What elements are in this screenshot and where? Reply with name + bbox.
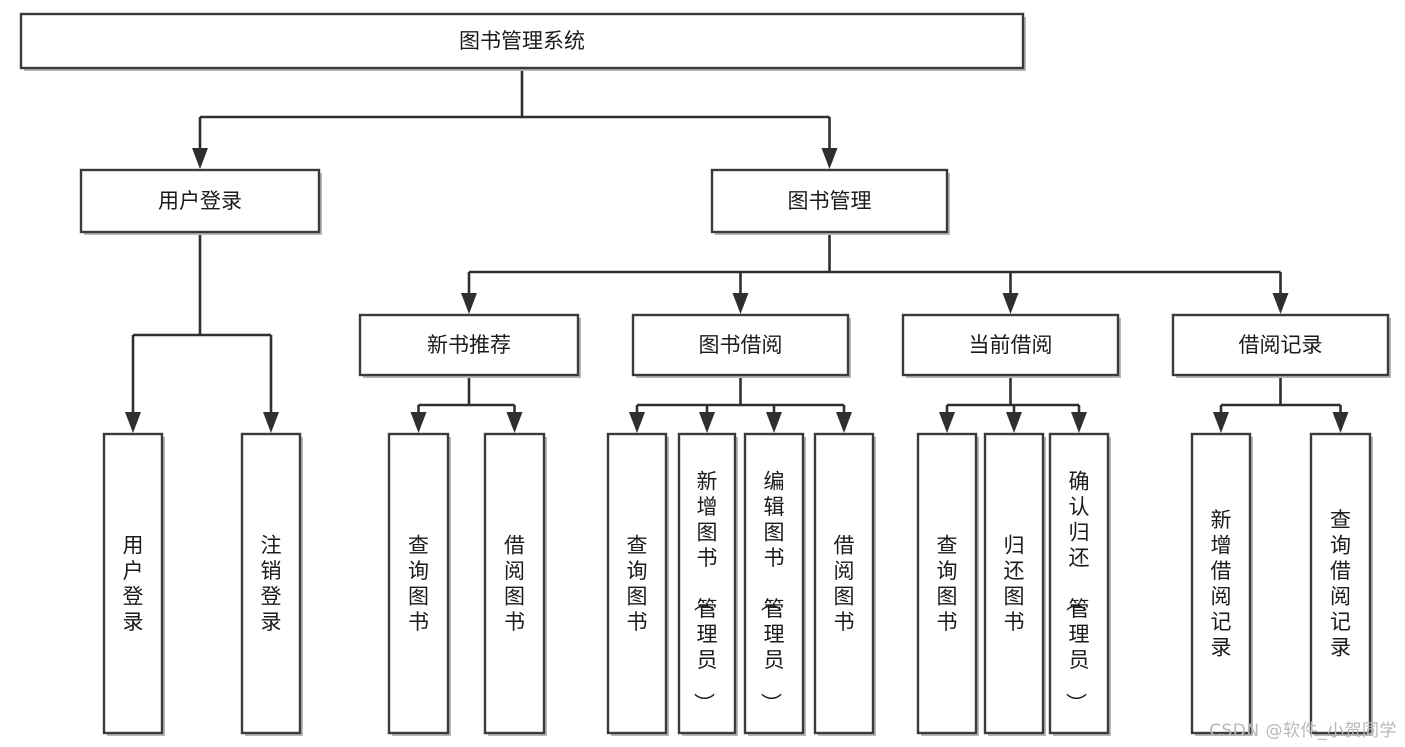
connector-layer xyxy=(125,68,1349,433)
node-label: 查询图书 xyxy=(627,533,648,634)
diagram-node-l2_2[interactable]: 当前借阅 xyxy=(901,313,1121,378)
arrow-head-icon xyxy=(125,412,141,433)
arrow-head-icon xyxy=(699,412,715,433)
arrow-head-icon xyxy=(1272,293,1289,314)
node-box xyxy=(743,432,805,735)
node-label: 新增图书（管理员） xyxy=(692,470,718,714)
node-box xyxy=(916,432,978,735)
arrow-head-icon xyxy=(1332,412,1349,433)
arrow-head-icon xyxy=(263,412,279,433)
arrow-head-icon xyxy=(1071,412,1087,433)
node-box xyxy=(1048,432,1110,735)
node-box xyxy=(358,313,580,377)
arrow-head-icon xyxy=(506,412,523,433)
node-label: 图书管理系统 xyxy=(459,29,585,53)
diagram-node-leaf_c0[interactable]: 查询图书 xyxy=(606,432,669,736)
node-label: 用户登录 xyxy=(158,189,242,213)
node-box xyxy=(1309,432,1372,735)
diagram-node-leaf_d1[interactable]: 归还图书 xyxy=(983,432,1046,736)
diagram-node-leaf_c2[interactable]: 编辑图书（管理员） xyxy=(743,432,806,736)
node-box xyxy=(631,313,850,377)
node-label: 查询图书 xyxy=(408,533,429,634)
arrow-head-icon xyxy=(766,412,782,433)
diagram-node-leaf_b1[interactable]: 借阅图书 xyxy=(483,432,547,736)
node-box xyxy=(677,432,737,735)
node-label: 确认归还（管理员） xyxy=(1064,470,1090,714)
arrow-head-icon xyxy=(1213,412,1229,433)
node-box xyxy=(606,432,668,735)
node-box xyxy=(483,432,546,735)
diagram-node-leaf_d2[interactable]: 确认归还（管理员） xyxy=(1048,432,1111,736)
arrow-head-icon xyxy=(1002,293,1019,314)
node-label: 新书推荐 xyxy=(427,333,511,357)
node-label: 用户登录 xyxy=(123,533,144,634)
node-label: 图书管理 xyxy=(788,189,872,213)
diagram-node-l1_1[interactable]: 图书管理 xyxy=(710,168,950,235)
node-box xyxy=(710,168,949,234)
arrow-head-icon xyxy=(1006,412,1022,433)
diagram-node-leaf_a0[interactable]: 用户登录 xyxy=(102,432,165,736)
arrow-head-icon xyxy=(410,412,427,433)
node-box xyxy=(1171,313,1390,377)
diagram-node-l2_0[interactable]: 新书推荐 xyxy=(358,313,581,378)
diagram-node-leaf_d0[interactable]: 查询图书 xyxy=(916,432,979,736)
arrow-head-icon xyxy=(939,412,955,433)
arrow-head-icon xyxy=(461,293,477,314)
node-box xyxy=(79,168,321,234)
diagram-node-leaf_c1[interactable]: 新增图书（管理员） xyxy=(677,432,738,736)
diagram-node-l2_1[interactable]: 图书借阅 xyxy=(631,313,851,378)
arrow-head-icon xyxy=(836,412,852,433)
arrow-head-icon xyxy=(192,148,208,169)
diagram-node-leaf_b0[interactable]: 查询图书 xyxy=(387,432,451,736)
diagram-node-l2_3[interactable]: 借阅记录 xyxy=(1171,313,1391,378)
node-label: 查询图书 xyxy=(937,533,958,634)
node-box xyxy=(813,432,875,735)
node-box xyxy=(387,432,450,735)
node-label: 归还图书 xyxy=(1004,533,1025,634)
diagram-node-root[interactable]: 图书管理系统 xyxy=(19,12,1026,71)
node-label: 借阅图书 xyxy=(504,533,525,634)
arrow-head-icon xyxy=(821,148,838,169)
node-label: 编辑图书（管理员） xyxy=(759,470,785,714)
diagram-node-leaf_a1[interactable]: 注销登录 xyxy=(240,432,303,736)
diagram-node-leaf_e1[interactable]: 查询借阅记录 xyxy=(1309,432,1373,736)
node-label: 借阅图书 xyxy=(834,533,855,634)
diagram-node-leaf_e0[interactable]: 新增借阅记录 xyxy=(1190,432,1253,736)
node-layer: 图书管理系统用户登录图书管理新书推荐图书借阅当前借阅借阅记录用户登录注销登录查询… xyxy=(19,12,1391,736)
node-box xyxy=(901,313,1120,377)
node-label: 图书借阅 xyxy=(699,333,783,357)
node-label: 注销登录 xyxy=(261,533,282,634)
node-box xyxy=(983,432,1045,735)
arrow-head-icon xyxy=(629,412,645,433)
arrow-head-icon xyxy=(732,293,749,314)
node-label: 当前借阅 xyxy=(969,333,1053,357)
node-label: 新增借阅记录 xyxy=(1211,508,1232,660)
node-label: 借阅记录 xyxy=(1239,333,1323,357)
node-box xyxy=(240,432,302,735)
diagram-node-l1_0[interactable]: 用户登录 xyxy=(79,168,322,235)
node-box xyxy=(102,432,164,735)
diagram-node-leaf_c3[interactable]: 借阅图书 xyxy=(813,432,876,736)
node-box xyxy=(1190,432,1252,735)
node-label: 查询借阅记录 xyxy=(1330,508,1351,660)
node-box xyxy=(19,12,1025,70)
